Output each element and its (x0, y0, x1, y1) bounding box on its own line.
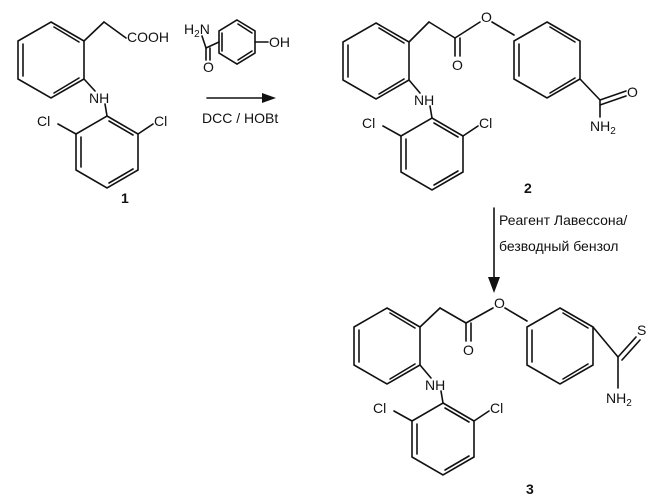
compound-3-cl-right-label: Cl (490, 400, 503, 416)
compound-3-thioamide-bond (593, 327, 618, 357)
compound-2-amide-co-2 (600, 96, 626, 105)
compound-3-carbonyl-o-label: O (463, 342, 474, 358)
reagent-hydroxybenzamide-structure: H2N O OH (184, 20, 290, 75)
compound-2-number: 2 (524, 180, 532, 196)
compound-3-ester-bond-2 (505, 308, 527, 321)
step-2-reagent-line-1: Реагент Лавессона/ (499, 212, 627, 228)
compound-3-nh-text: NH (606, 390, 626, 406)
compound-3-acyl-bond (440, 308, 466, 323)
compound-2-amide-o-label: O (627, 84, 638, 100)
compound-3-cl-bond-right (474, 411, 489, 421)
compound-1-ch2-bond (84, 22, 104, 41)
compound-2-nh-text: NH (590, 118, 610, 134)
compound-2-cl-bond-left (383, 126, 401, 136)
reagent-o-label: O (203, 59, 214, 75)
compound-2-ring-c-double-2 (550, 27, 575, 42)
compound-1-cl-right-label: Cl (154, 113, 167, 129)
compound-1-ring-b (76, 116, 138, 188)
compound-3-number: 3 (526, 481, 534, 497)
compound-1-cl-bond-right (138, 124, 153, 134)
compound-3-s-label: S (637, 322, 646, 338)
compound-2-ring-a-double-3 (379, 79, 404, 94)
arrow-1-head (262, 93, 276, 103)
compound-2-amide-co-1 (600, 91, 626, 100)
compound-3-nh-label: NH (425, 377, 445, 393)
compound-2-carbonyl-o-label: O (452, 57, 463, 73)
compound-3-ester-o-label: O (494, 295, 505, 311)
reagent-oh-label: OH (269, 34, 290, 50)
step-2-reagent-line-2: безводный бензол (499, 238, 618, 254)
reagent-h2n-label: H2N (184, 21, 210, 40)
compound-1-ring-b-double-3 (109, 169, 133, 183)
compound-2-ring-b-double-1 (434, 123, 458, 137)
compound-1-ring-b-double-1 (109, 121, 133, 135)
compound-3-cl-left-label: Cl (373, 400, 386, 416)
compound-3-ch2-bond (420, 308, 440, 327)
compound-1-cl-left-label: Cl (37, 113, 50, 129)
compound-3-cl-bond-left (394, 411, 412, 421)
compound-1-structure: COOH NH Cl Cl 1 (18, 22, 169, 206)
compound-2-nh2-label: NH2 (590, 118, 616, 137)
compound-2-cl-left-label: Cl (362, 115, 375, 131)
compound-3-ring-a-double-2 (390, 313, 415, 328)
compound-1-ring-a-double-2 (54, 27, 79, 42)
compound-2-ring-a-double-2 (379, 28, 404, 43)
reagent-ring (219, 20, 255, 64)
compound-3-ring-a (354, 308, 420, 384)
reaction-arrow-1 (207, 93, 276, 103)
arrow-2-head (488, 277, 500, 293)
compound-2-ester-o-label: O (481, 9, 492, 25)
compound-3-nh2-label: NH2 (606, 390, 632, 409)
compound-2-amide-bond (580, 79, 600, 100)
step-1-reagent-text: DCC / HOBt (202, 110, 278, 126)
reagent-h-text: H (184, 21, 194, 37)
compound-2-ch2-bond (409, 22, 429, 42)
reagent-n-text: N (200, 21, 210, 37)
compound-3-ring-c (527, 308, 593, 384)
compound-2-ring-c-double-3 (550, 78, 575, 93)
compound-2-ring-a (343, 23, 409, 99)
compound-3-ring-b (412, 403, 474, 475)
compound-1-nh-label: NH (89, 90, 109, 106)
compound-2-acyl-bond (429, 22, 455, 38)
compound-2-structure: O O O NH2 NH Cl Cl 2 (343, 9, 638, 196)
compound-2-ring-b (401, 118, 463, 190)
reagent-cn-bond (202, 36, 206, 48)
compound-3-structure: O O S NH2 NH Cl Cl 3 (354, 295, 646, 497)
compound-3-ester-bond-1 (466, 308, 493, 323)
compound-2-ring-b-double-3 (434, 171, 458, 185)
compound-1-number: 1 (121, 190, 129, 206)
compound-3-ring-b-double-1 (445, 408, 469, 422)
compound-3-nh2-subscript: 2 (626, 398, 632, 409)
compound-1-cl-bond-left (58, 124, 76, 134)
compound-1-cooh-bond (104, 22, 126, 38)
compound-2-nh-label: NH (414, 92, 434, 108)
compound-2-ring-c (514, 22, 580, 98)
compound-1-ring-a (18, 22, 84, 98)
compound-2-cl-right-label: Cl (479, 115, 492, 131)
reagent-amide-bond (206, 42, 219, 48)
compound-1-cooh-label: COOH (127, 29, 169, 45)
compound-2-ester-bond-1 (455, 22, 480, 38)
compound-2-cl-bond-right (463, 126, 478, 136)
compound-3-ring-c-double-3 (563, 364, 588, 379)
compound-2-nh2-subscript: 2 (610, 126, 616, 137)
compound-2-ester-bond-2 (492, 22, 514, 35)
compound-3-ring-c-double-2 (563, 313, 588, 328)
compound-3-ring-b-double-3 (445, 456, 469, 470)
compound-3-ring-a-double-3 (390, 364, 415, 379)
compound-1-ring-a-double-3 (54, 78, 79, 93)
